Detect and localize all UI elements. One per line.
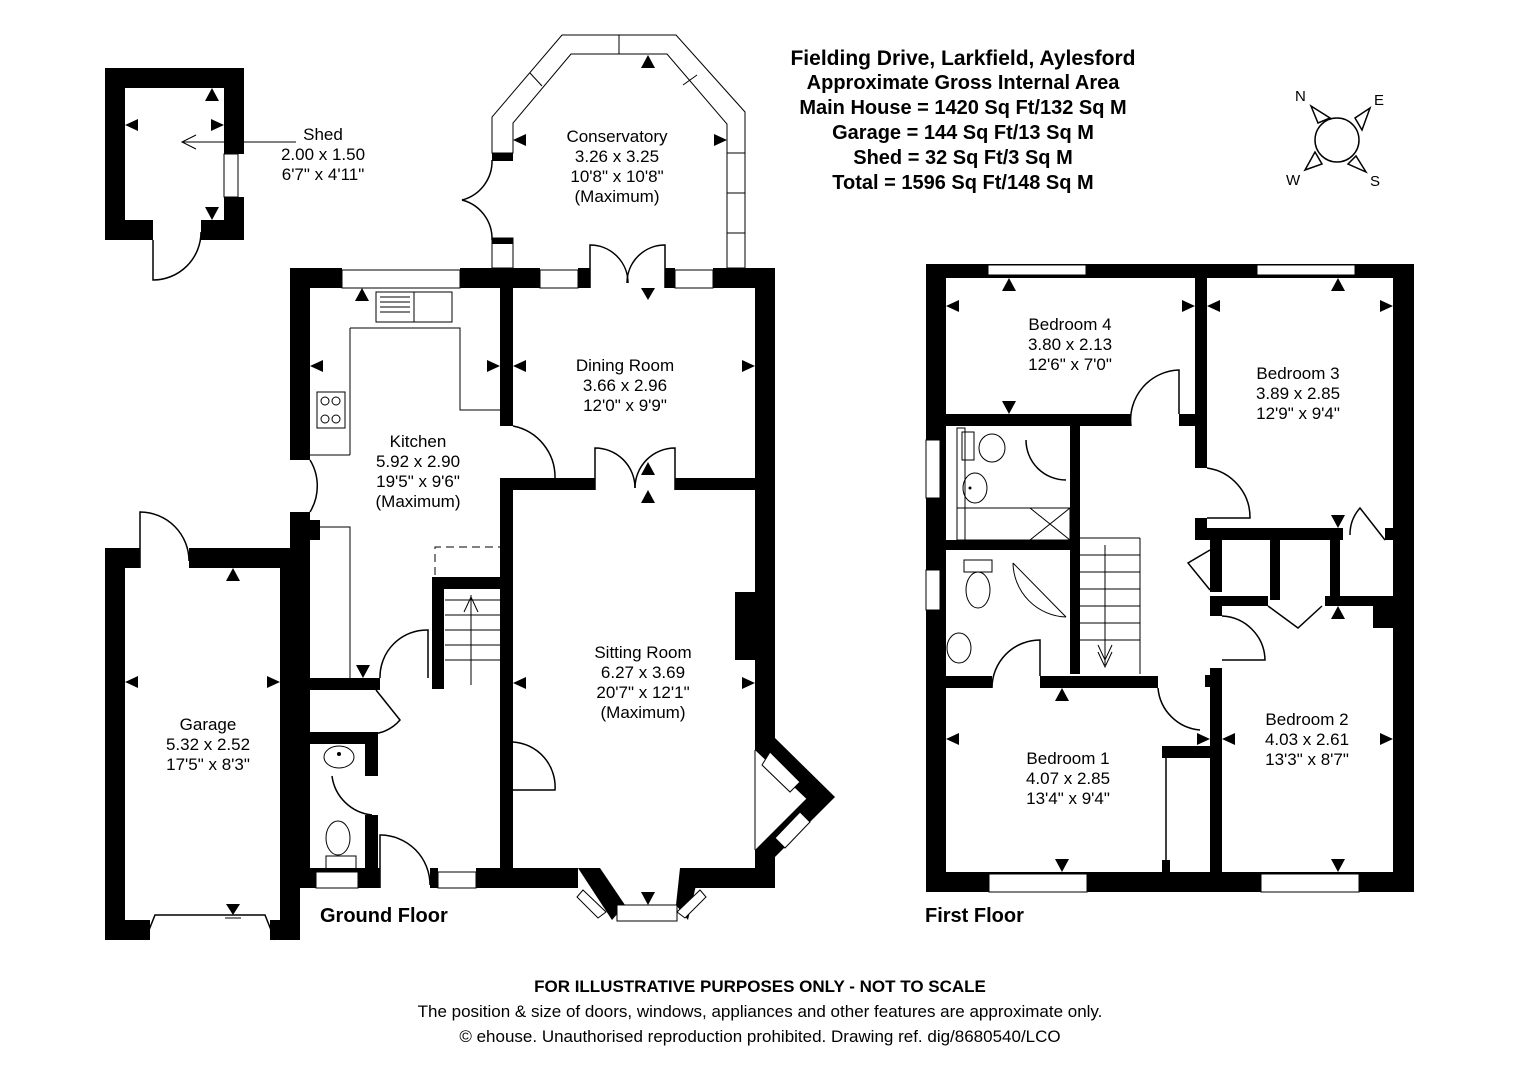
room-metric: 2.00 x 1.50 [280, 145, 366, 164]
room-note: (Maximum) [600, 703, 686, 722]
room-imperial: 17'5" x 8'3" [166, 755, 250, 774]
room-name: Conservatory [566, 127, 668, 146]
property-address: Fielding Drive, Larkfield, Aylesford [790, 47, 1136, 70]
room-imperial: 13'4" x 9'4" [1026, 789, 1110, 808]
room-imperial: 10'8" x 10'8" [570, 167, 664, 186]
room-name: Kitchen [389, 432, 447, 451]
footer-copyright: © ehouse. Unauthorised reproduction proh… [459, 1027, 1061, 1046]
compass-north-label: N [1295, 88, 1306, 105]
room-note: (Maximum) [574, 187, 660, 206]
conservatory-plan [459, 34, 746, 269]
footer-note: The position & size of doors, windows, a… [417, 1002, 1103, 1021]
footer: FOR ILLUSTRATIVE PURPOSES ONLY - NOT TO … [418, 974, 1103, 1049]
compass-east-label: E [1374, 92, 1385, 109]
room-imperial: 12'9" x 9'4" [1256, 404, 1340, 423]
room-imperial: 19'5" x 9'6" [376, 472, 460, 491]
room-imperial: 6'7" x 4'11" [281, 165, 365, 184]
room-note: (Maximum) [375, 492, 461, 511]
room-name: Sitting Room [594, 643, 692, 662]
ground-floor-label: Ground Floor [320, 905, 448, 927]
room-label-shed: Shed 2.00 x 1.50 6'7" x 4'11" [281, 125, 365, 185]
room-name: Bedroom 3 [1256, 364, 1340, 383]
room-metric: 5.92 x 2.90 [375, 452, 461, 471]
room-label-dining: Dining Room 3.66 x 2.96 12'0" x 9'9" [576, 356, 674, 416]
room-name: Bedroom 4 [1028, 315, 1112, 334]
area-summary: Fielding Drive, Larkfield, Aylesford App… [790, 46, 1135, 196]
compass-south-label: S [1370, 173, 1381, 190]
room-metric: 3.80 x 2.13 [1027, 335, 1113, 354]
room-label-conservatory: Conservatory 3.26 x 3.25 10'8" x 10'8" (… [566, 127, 667, 207]
room-name: Bedroom 2 [1265, 710, 1349, 729]
compass-west-label: W [1286, 172, 1301, 189]
footer-disclaimer: FOR ILLUSTRATIVE PURPOSES ONLY - NOT TO … [534, 977, 986, 996]
room-label-bedroom2: Bedroom 2 4.03 x 2.61 13'3" x 8'7" [1265, 710, 1349, 770]
area-subtitle: Approximate Gross Internal Area [806, 72, 1120, 94]
room-metric: 4.07 x 2.85 [1025, 769, 1111, 788]
room-label-sitting: Sitting Room 6.27 x 3.69 20'7" x 12'1" (… [594, 643, 691, 723]
room-name: Shed [303, 125, 343, 144]
room-metric: 3.66 x 2.96 [582, 376, 668, 395]
room-imperial: 12'0" x 9'9" [583, 396, 667, 415]
area-main-house: Main House = 1420 Sq Ft/132 Sq M [799, 97, 1127, 119]
room-metric: 6.27 x 3.69 [600, 663, 686, 682]
area-total: Total = 1596 Sq Ft/148 Sq M [832, 172, 1094, 194]
room-label-bedroom1: Bedroom 1 4.07 x 2.85 13'4" x 9'4" [1026, 749, 1110, 809]
room-name: Dining Room [575, 356, 675, 375]
room-label-bedroom3: Bedroom 3 3.89 x 2.85 12'9" x 9'4" [1256, 364, 1340, 424]
ground-floor-plan [290, 244, 835, 922]
room-metric: 3.89 x 2.85 [1255, 384, 1341, 403]
room-metric: 5.32 x 2.52 [165, 735, 251, 754]
room-name: Bedroom 1 [1026, 749, 1110, 768]
room-imperial: 20'7" x 12'1" [596, 683, 690, 702]
room-metric: 4.03 x 2.61 [1264, 730, 1350, 749]
first-floor-plan [925, 264, 1414, 893]
shed-plan [105, 68, 296, 281]
area-garage: Garage = 144 Sq Ft/13 Sq M [832, 122, 1094, 144]
compass-icon [1303, 104, 1372, 174]
room-imperial: 12'6" x 7'0" [1028, 355, 1112, 374]
room-label-kitchen: Kitchen 5.92 x 2.90 19'5" x 9'6" (Maximu… [376, 432, 461, 512]
garage-plan [105, 511, 300, 941]
room-label-garage: Garage 5.32 x 2.52 17'5" x 8'3" [166, 715, 250, 775]
area-shed: Shed = 32 Sq Ft/3 Sq M [853, 147, 1073, 169]
room-label-bedroom4: Bedroom 4 3.80 x 2.13 12'6" x 7'0" [1028, 315, 1112, 375]
room-metric: 3.26 x 3.25 [574, 147, 660, 166]
room-name: Garage [179, 715, 237, 734]
first-floor-label: First Floor [925, 905, 1024, 927]
room-imperial: 13'3" x 8'7" [1265, 750, 1349, 769]
